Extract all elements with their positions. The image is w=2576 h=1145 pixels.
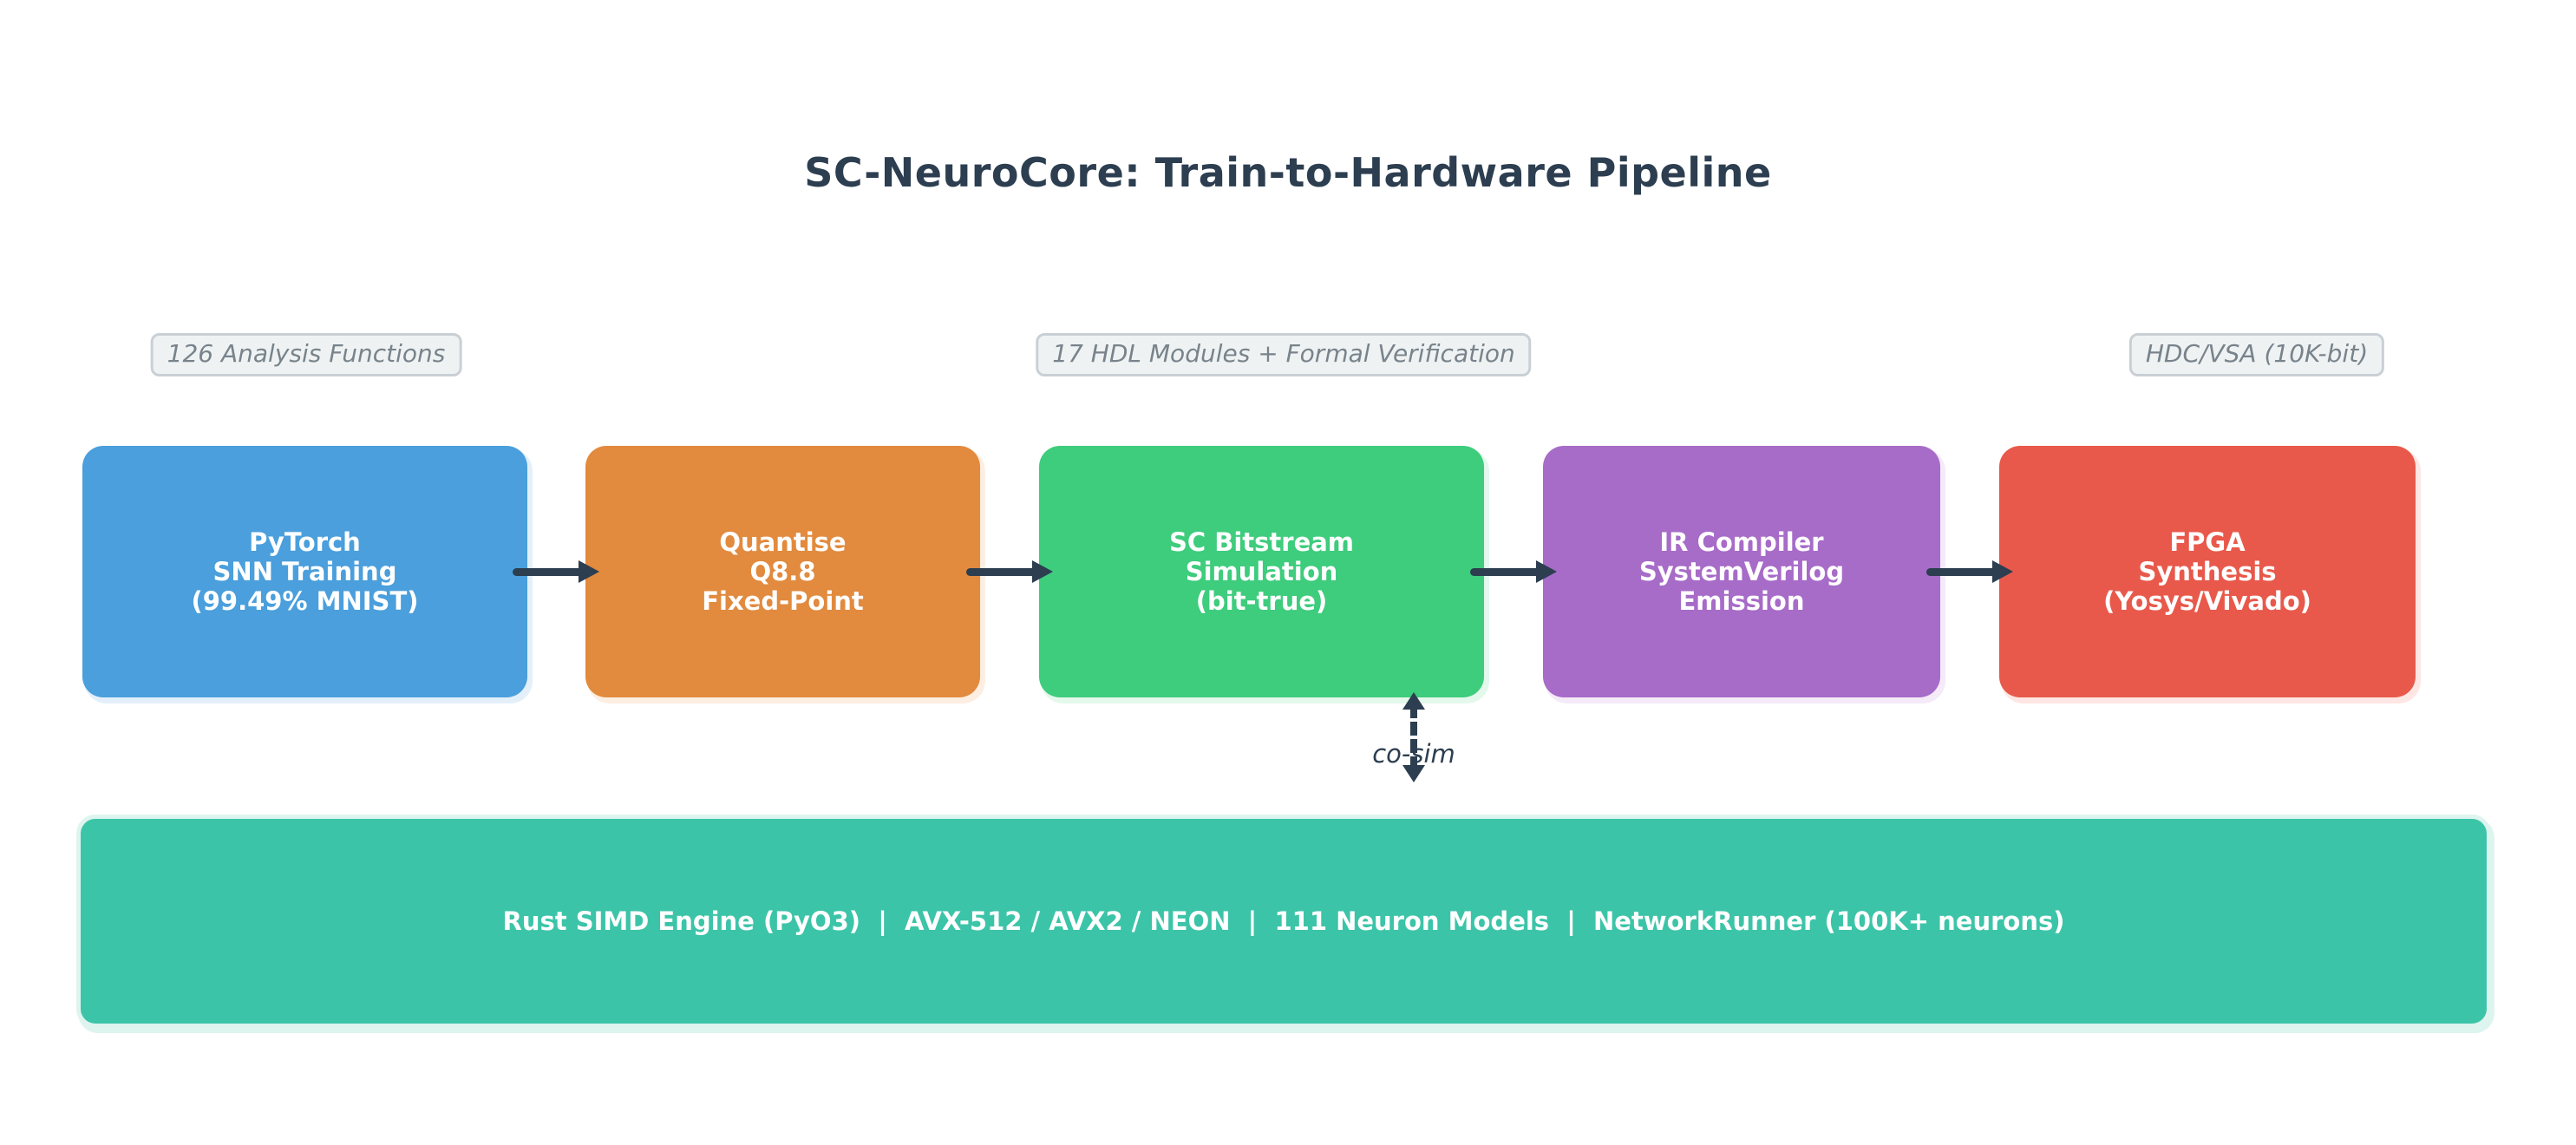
flow-arrow-icon-3 — [1470, 560, 1557, 583]
stage-sc-bitstream-simulation: SC Bitstream Simulation (bit-true) — [1039, 446, 1484, 697]
arrow-head-icon — [579, 560, 599, 583]
stage-fpga-label: FPGA Synthesis (Yosys/Vivado) — [2103, 527, 2311, 616]
arrow-head-up-icon — [1402, 692, 1425, 710]
annotation-analysis-functions: 126 Analysis Functions — [150, 333, 462, 376]
cosim-double-arrow-icon — [1402, 692, 1426, 782]
arrow-line — [966, 567, 1039, 576]
arrow-line — [513, 567, 585, 576]
stage-quantise-label: Quantise Q8.8 Fixed-Point — [702, 527, 864, 616]
arrow-head-down-icon — [1402, 765, 1425, 782]
cosim-label: co-sim — [1372, 739, 1455, 769]
stage-quantise-fixed-point: Quantise Q8.8 Fixed-Point — [585, 446, 980, 697]
stage-ir-compiler-label: IR Compiler SystemVerilog Emission — [1638, 527, 1845, 616]
flow-arrow-icon-4 — [1926, 560, 2013, 583]
arrow-head-icon — [1032, 560, 1053, 583]
arrow-line — [1926, 567, 1999, 576]
annotation-hdc-vsa: HDC/VSA (10K-bit) — [2128, 333, 2385, 376]
dashed-line — [1410, 704, 1417, 770]
stage-bitstream-label: SC Bitstream Simulation (bit-true) — [1168, 527, 1355, 616]
flow-arrow-icon-2 — [966, 560, 1053, 583]
engine-bar-label: Rust SIMD Engine (PyO3) | AVX-512 / AVX2… — [502, 906, 2065, 936]
stage-pytorch-snn-training: PyTorch SNN Training (99.49% MNIST) — [82, 446, 527, 697]
flow-arrow-icon-1 — [513, 560, 599, 583]
arrow-line — [1470, 567, 1543, 576]
stage-pytorch-label: PyTorch SNN Training (99.49% MNIST) — [191, 527, 419, 616]
annotation-hdl-modules: 17 HDL Modules + Formal Verification — [1036, 333, 1532, 376]
stage-ir-compiler-emission: IR Compiler SystemVerilog Emission — [1543, 446, 1940, 697]
page-title: SC-NeuroCore: Train-to-Hardware Pipeline — [804, 149, 1772, 196]
stage-fpga-synthesis: FPGA Synthesis (Yosys/Vivado) — [1999, 446, 2416, 697]
arrow-head-icon — [1992, 560, 2013, 583]
rust-simd-engine-bar: Rust SIMD Engine (PyO3) | AVX-512 / AVX2… — [76, 815, 2491, 1028]
arrow-head-icon — [1536, 560, 1557, 583]
